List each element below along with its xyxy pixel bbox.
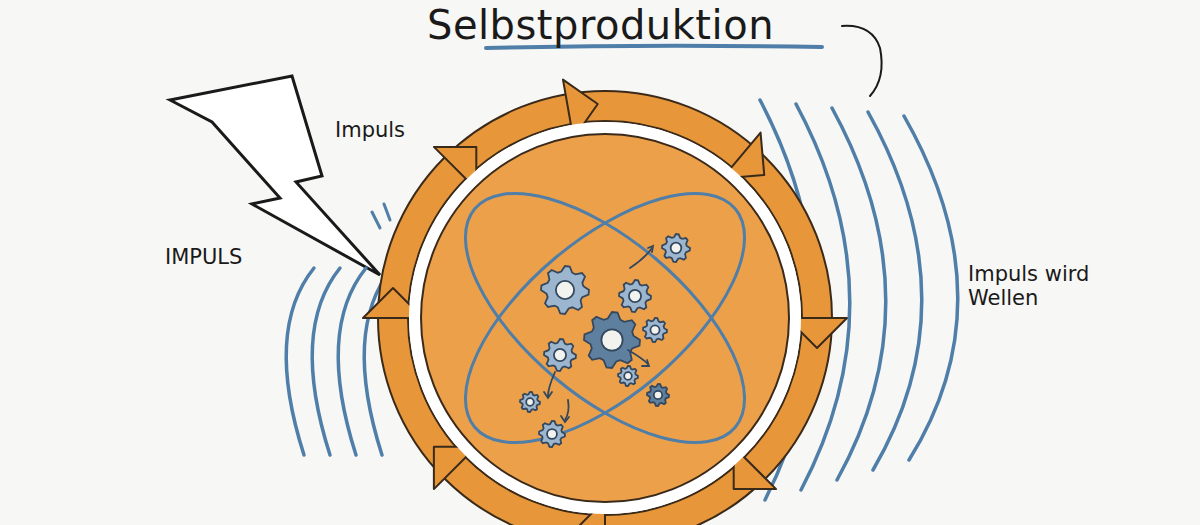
- gear-hub: [554, 349, 566, 361]
- gear-hub: [650, 325, 659, 334]
- wave-arc: [338, 268, 366, 455]
- gear: [662, 234, 690, 262]
- gear-body: [584, 312, 640, 368]
- gear-arrows: [544, 246, 653, 422]
- inner-gap: [409, 122, 801, 514]
- annotation-label: IMPULS: [165, 245, 242, 269]
- gear-hub: [671, 243, 682, 254]
- gear-hub: [601, 329, 622, 350]
- gear: [647, 384, 669, 406]
- title-curve: [842, 26, 882, 96]
- gear: [520, 392, 540, 412]
- gear-body: [539, 421, 565, 447]
- gear-body: [662, 234, 690, 262]
- gear-hub: [654, 391, 662, 399]
- arrow-ring-outline-outer: [378, 91, 832, 525]
- gear: [539, 421, 565, 447]
- gear: [643, 318, 667, 342]
- left-waves: [286, 268, 392, 455]
- gear-hub: [547, 429, 557, 439]
- gear-body: [541, 266, 589, 314]
- orbits: [425, 149, 786, 487]
- annotation-label: Impuls: [335, 118, 405, 142]
- wave-arc: [868, 112, 922, 470]
- wave-arc: [286, 268, 314, 455]
- wave-arc: [904, 116, 958, 460]
- gear-body: [643, 318, 667, 342]
- gear-hub: [556, 281, 574, 299]
- arrow-ring: [393, 106, 817, 525]
- gear-body: [647, 384, 669, 406]
- impact-strokes: [372, 204, 390, 228]
- gear-hub: [629, 290, 641, 302]
- gear-hub: [526, 398, 534, 406]
- diagram-title: Selbstproduktion: [427, 2, 774, 48]
- wave-arc: [312, 268, 340, 455]
- gears: [520, 234, 690, 447]
- arrow-ring-outline-inner: [408, 121, 802, 515]
- gear: [544, 339, 576, 371]
- gear: [541, 266, 589, 314]
- core-disc: [421, 134, 789, 502]
- gear-body: [544, 339, 576, 371]
- gear: [618, 366, 638, 386]
- gear: [584, 312, 640, 368]
- gear-body: [618, 366, 638, 386]
- gear-body: [520, 392, 540, 412]
- annotation-label: Impuls wird Wellen: [968, 262, 1108, 310]
- ring-arrowheads: [363, 80, 847, 525]
- wave-arc: [832, 108, 886, 480]
- gear-body: [619, 280, 651, 312]
- gear: [619, 280, 651, 312]
- gear-hub: [624, 372, 632, 380]
